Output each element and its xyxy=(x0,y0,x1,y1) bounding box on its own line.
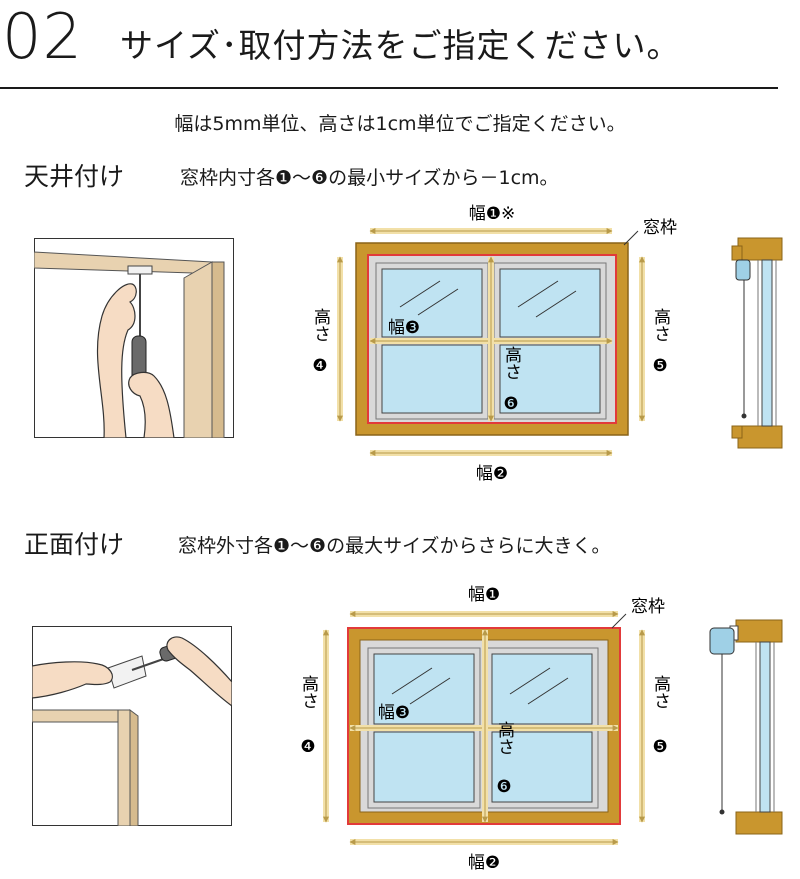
front-mount-illustration xyxy=(32,626,232,826)
label-width3: 幅❸ xyxy=(388,318,420,338)
section-desc-ceiling: 窓枠内寸各❶～❻の最小サイズから－1cm。 xyxy=(180,167,559,189)
label-width3: 幅❸ xyxy=(378,703,410,723)
ceiling-mount-side-section xyxy=(731,237,783,449)
label-height5: 高さ xyxy=(650,675,670,709)
label-width1: 幅❶※ xyxy=(469,204,515,224)
label-height5-num: ❺ xyxy=(652,356,667,376)
section-title-ceiling: 天井付け xyxy=(24,162,125,191)
label-height5: 高さ xyxy=(650,308,670,342)
label-height6-num: ❻ xyxy=(503,394,518,414)
page-title: サイズ･取付方法をご指定ください。 xyxy=(120,26,681,65)
section-title-front: 正面付け xyxy=(24,530,125,559)
label-height4-num: ❹ xyxy=(300,737,315,757)
front-mount-window-diagram: 幅❶ 幅❷ 幅❸ 高さ ❹ 高さ ❺ 高さ ❻ 窓枠 xyxy=(298,585,670,873)
ceiling-mount-window-diagram: 幅❶※ 幅❷ 幅❸ 高さ ❹ 高さ ❺ 高さ ❻ 窓枠 xyxy=(310,204,677,484)
label-frame: 窓枠 xyxy=(643,218,677,238)
label-width2: 幅❷ xyxy=(468,853,500,873)
step-number: 02 xyxy=(2,0,83,73)
label-height6-num: ❻ xyxy=(496,777,511,797)
label-height6: 高さ xyxy=(501,346,521,380)
front-mount-side-section xyxy=(709,619,783,835)
section-desc-front: 窓枠外寸各❶～❻の最大サイズからさらに大きく。 xyxy=(178,535,611,557)
label-height4: 高さ xyxy=(298,675,318,709)
label-frame: 窓枠 xyxy=(631,597,665,617)
label-width1: 幅❶ xyxy=(468,585,500,605)
label-height5-num: ❺ xyxy=(652,737,667,757)
ceiling-mount-illustration xyxy=(34,238,234,438)
unit-note: 幅は5mm単位、高さは1cm単位でご指定ください。 xyxy=(174,113,626,135)
label-height4: 高さ xyxy=(310,308,330,342)
label-width2: 幅❷ xyxy=(476,464,508,484)
label-height6: 高さ xyxy=(494,721,514,755)
title-divider xyxy=(0,87,778,89)
label-height4-num: ❹ xyxy=(312,356,327,376)
